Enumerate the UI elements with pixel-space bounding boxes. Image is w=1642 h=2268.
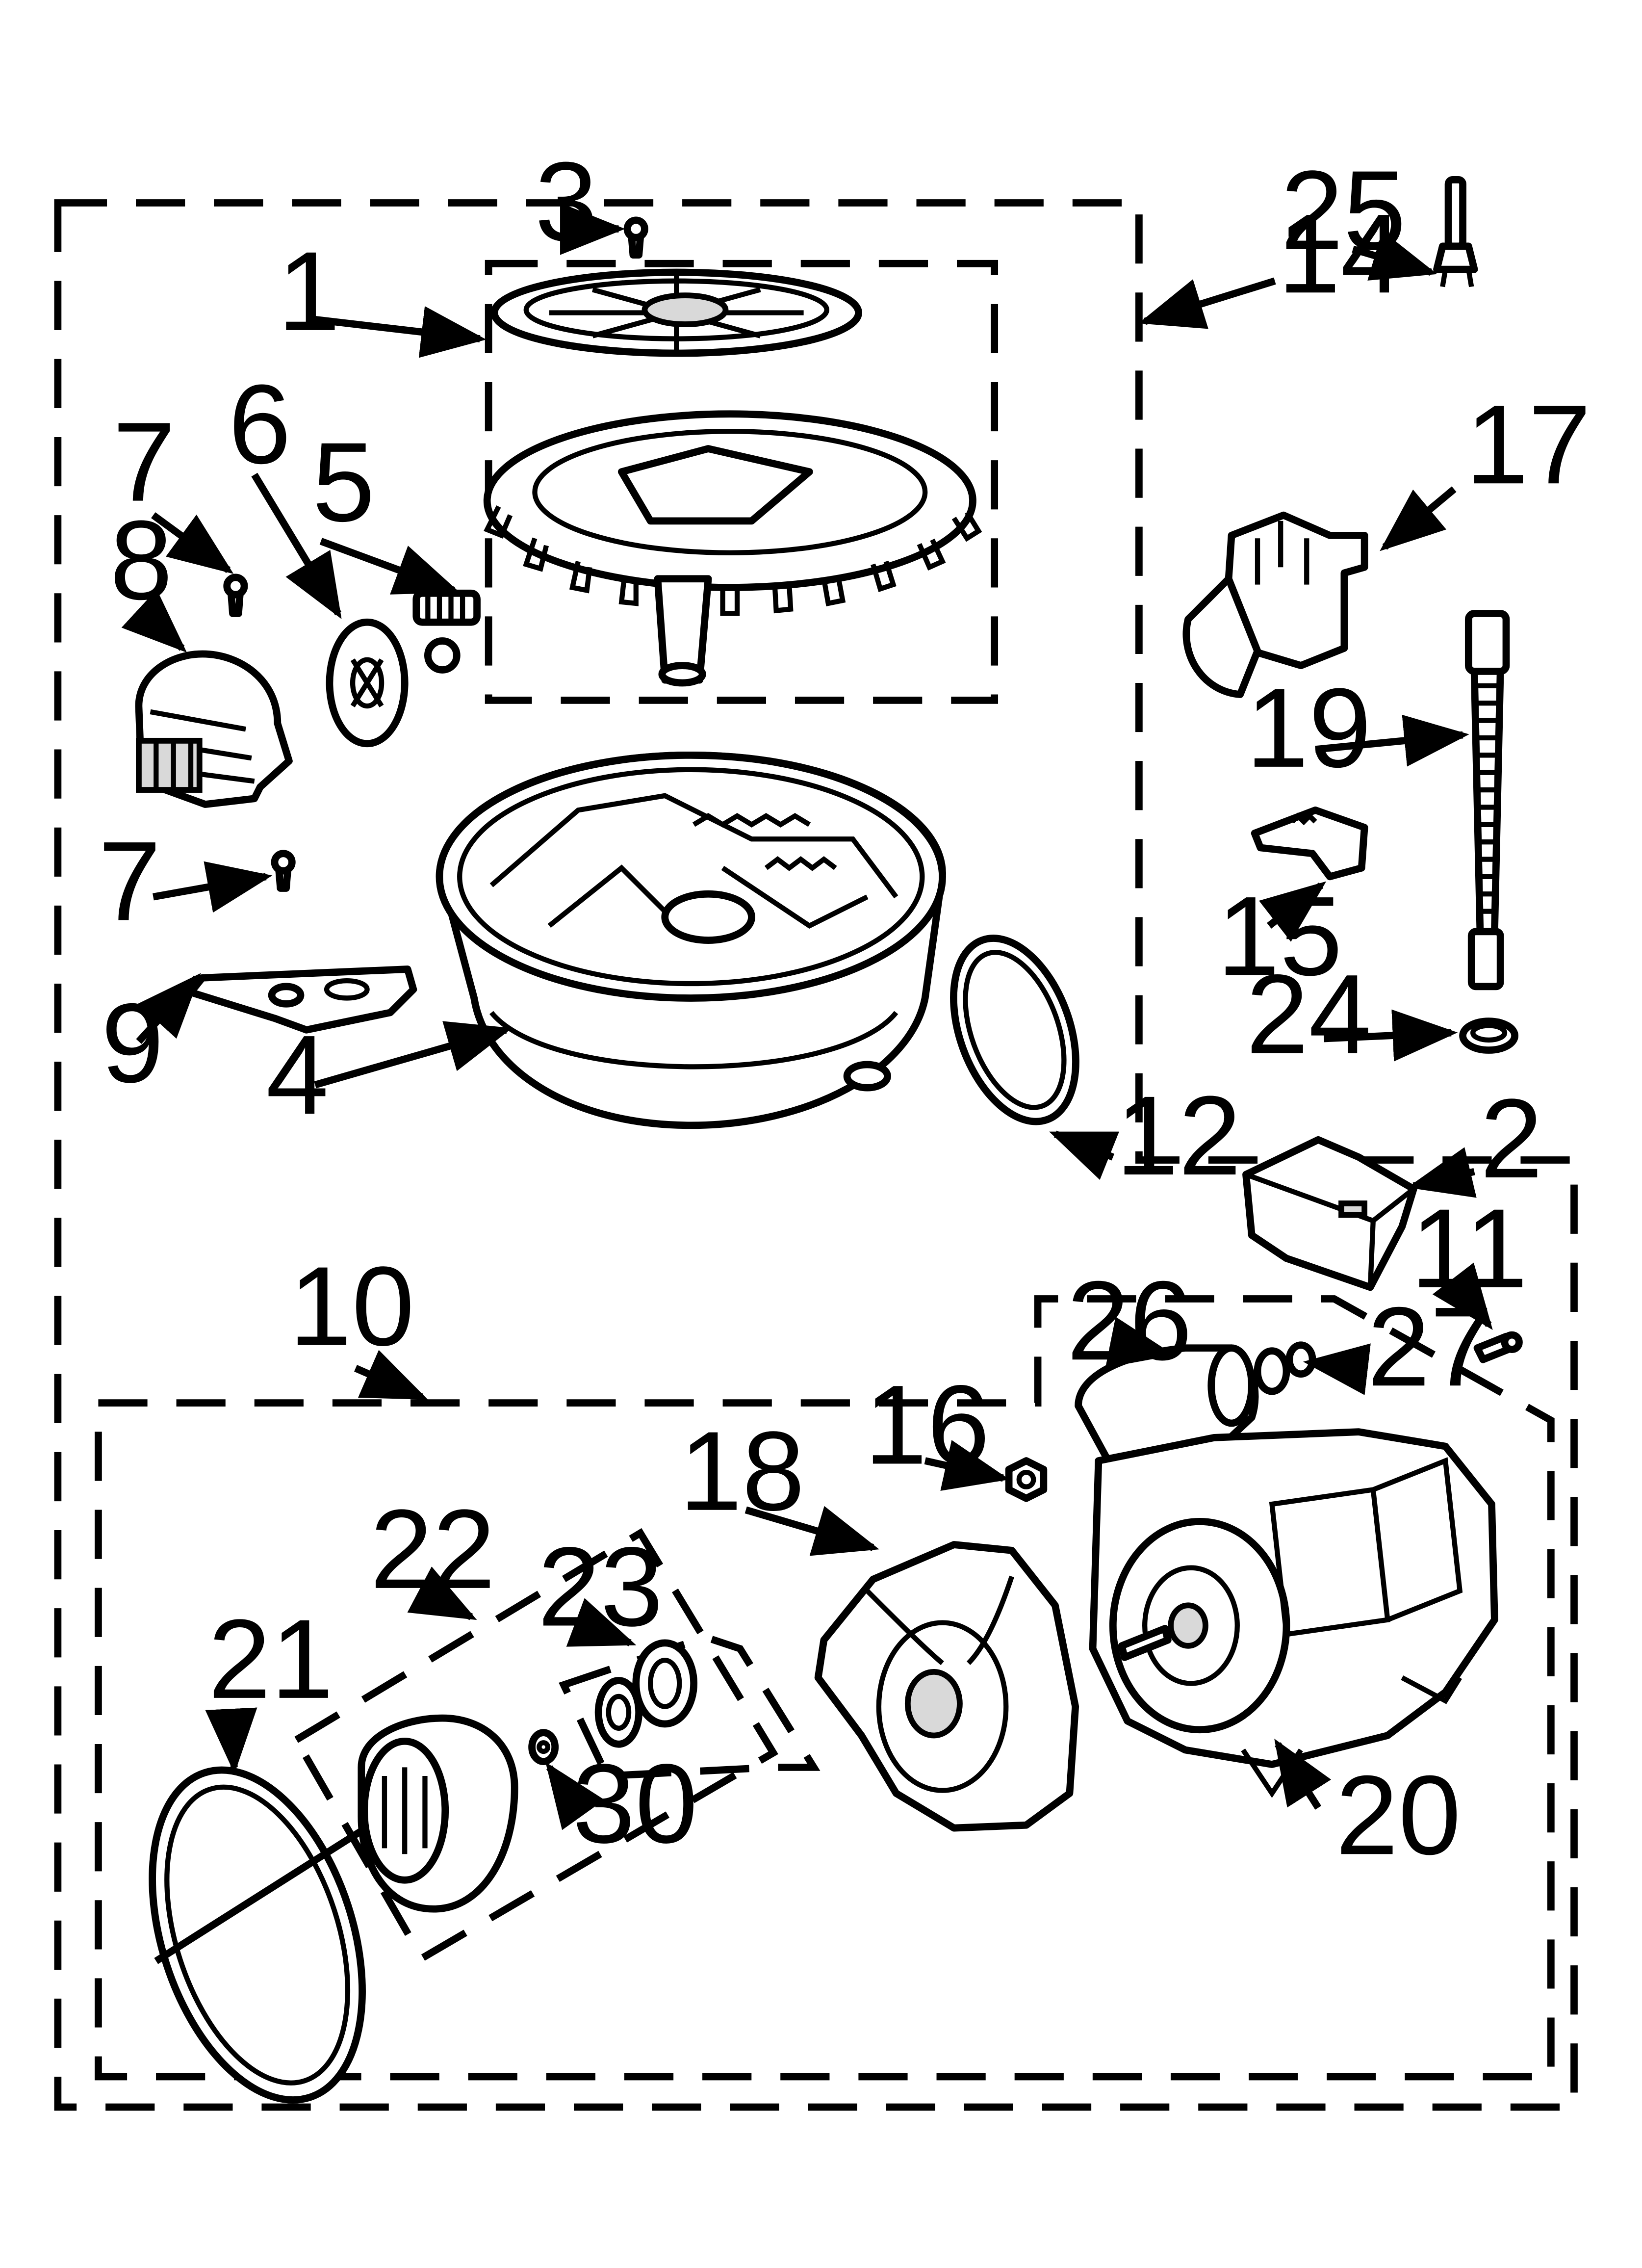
callout-9: 9 [101, 980, 164, 1106]
part-30-washer [528, 1729, 559, 1765]
callout-15: 15 [1217, 873, 1343, 999]
part-23-seal [594, 1639, 698, 1748]
leader-lines [121, 203, 1493, 1830]
seal-subgroup-outline [559, 1633, 821, 1780]
callout-2: 2 [1480, 1075, 1543, 1201]
part-19-hose [1464, 610, 1510, 991]
part-7-screw-lower [271, 850, 296, 892]
part-22-impeller [358, 1714, 518, 1913]
part-3-screw [623, 216, 648, 259]
callout-18: 18 [679, 1408, 805, 1534]
callout-labels: 1 2 3 4 5 6 7 7 8 9 10 11 12 14 15 16 17… [98, 138, 1591, 1878]
seal-group-outline [291, 1528, 778, 1963]
part-16-nut [1005, 1457, 1048, 1502]
callout-12: 12 [1116, 1072, 1241, 1199]
callout-17: 17 [1465, 381, 1591, 507]
part-20-motor [1089, 1428, 1498, 1798]
callout-21: 21 [208, 1596, 334, 1722]
part-11-screw [1473, 1331, 1523, 1363]
callout-20: 20 [1335, 1752, 1461, 1878]
callout-7-lower: 7 [98, 818, 161, 944]
callout-23: 23 [538, 1524, 663, 1650]
callout-22: 22 [370, 1486, 495, 1612]
part-17-bracket [1182, 511, 1368, 698]
part-18-pump-housing [814, 1541, 1079, 1832]
part-12-gasket [950, 935, 1079, 1125]
callout-10: 10 [289, 1243, 414, 1369]
callout-19: 19 [1246, 665, 1371, 791]
part-24-clamp [1459, 1017, 1519, 1054]
callout-14: 14 [1278, 190, 1403, 316]
callout-16: 16 [864, 1361, 990, 1487]
part-1-filter-assembly [483, 268, 982, 687]
part-7-screw-upper [223, 574, 248, 617]
filter-group-outline [485, 260, 999, 704]
callout-30: 30 [572, 1741, 698, 1867]
callout-8: 8 [110, 497, 173, 623]
callout-7-upper: 7 [113, 399, 176, 525]
callout-27: 27 [1367, 1283, 1493, 1409]
part-5-float [412, 589, 481, 674]
callout-24: 24 [1246, 951, 1371, 1077]
callout-3: 3 [535, 138, 597, 264]
callout-6: 6 [229, 361, 291, 487]
part-6-disk [326, 618, 409, 748]
callout-1: 1 [278, 228, 340, 354]
part-15-clip [1251, 806, 1368, 881]
part-21-o-ring [149, 1766, 366, 2104]
callout-5: 5 [312, 419, 375, 545]
part-25-sensor [1433, 176, 1478, 287]
part-2-cover [1242, 1136, 1417, 1291]
callout-25: 25 [1281, 147, 1406, 273]
outer-assembly-outline [54, 199, 1578, 2111]
callout-4: 4 [266, 1012, 329, 1138]
part-4-sump-housing [436, 751, 946, 1129]
part-9-bracket [187, 965, 417, 1034]
callout-26: 26 [1067, 1257, 1192, 1383]
part-8-diverter [135, 650, 293, 808]
callout-11: 11 [1411, 1185, 1528, 1311]
part-27-washer [1285, 1341, 1316, 1378]
